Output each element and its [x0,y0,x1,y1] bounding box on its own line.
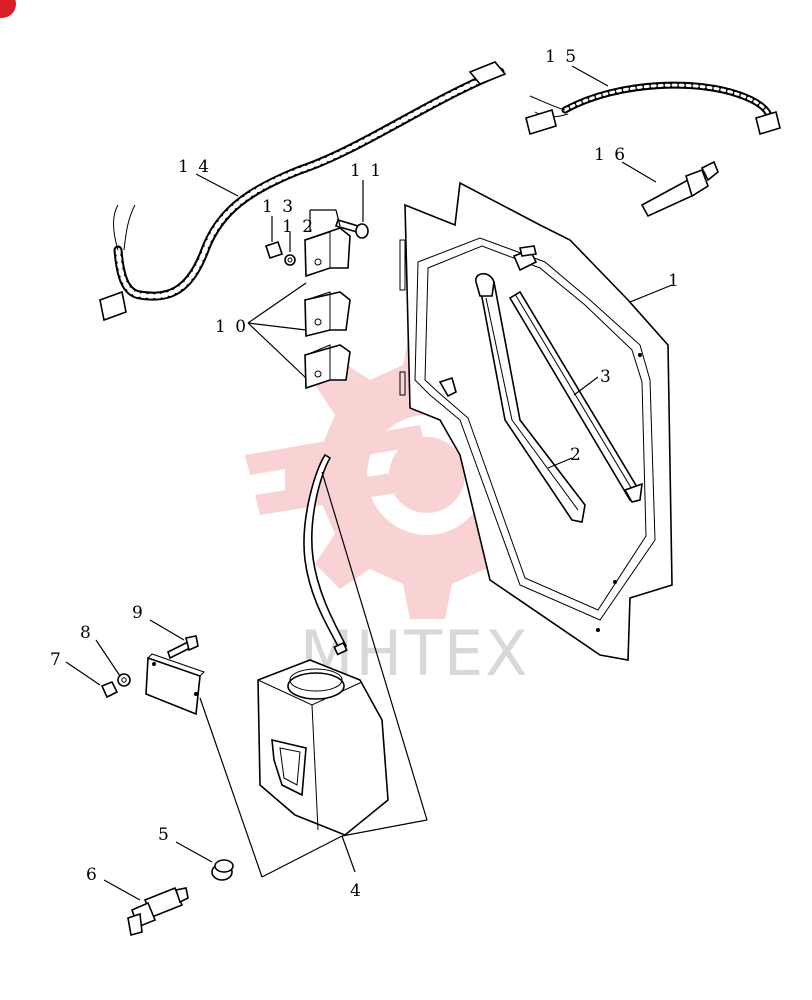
label-16: 1 6 [594,145,627,165]
nut-part-13 [264,240,284,260]
label-12: 1 2 [282,217,315,237]
nut-part [512,245,538,272]
label-7: 7 [50,650,63,670]
clips-part-10 [304,227,351,390]
label-8: 8 [80,623,93,643]
screw-part-11 [334,219,369,239]
label-14: 1 4 [178,157,211,177]
label-2-arm: 2 [570,445,583,465]
washer-part-8 [117,673,131,687]
wiper-arm-part-2 [475,272,586,523]
label-6: 6 [86,865,99,885]
panel-part-1 [399,181,673,661]
label-10: 1 0 [215,317,248,337]
harness-part-15 [525,81,781,136]
bracket-part [145,653,205,716]
washer-part-12 [284,254,296,266]
callout-labels: 1 2 3 4 5 6 7 8 9 1 0 1 1 1 2 1 3 1 4 1 … [50,47,681,901]
grommet-part-5 [211,859,234,881]
leader-lines [65,65,673,901]
label-1: 1 [668,271,681,291]
label-13: 1 3 [262,197,295,217]
corner-logo [0,0,16,18]
washer-tank-part-4 [257,453,389,836]
label-3: 3 [600,367,613,387]
bolt-part-9 [167,635,199,660]
label-15: 1 5 [545,47,578,67]
label-4: 4 [350,881,363,901]
label-11: 1 1 [350,161,383,181]
label-5: 5 [158,825,171,845]
pump-part-6 [127,886,189,937]
wiper-blade-part-3 [508,290,643,503]
label-9: 9 [132,603,145,623]
harness-part-14 [99,61,507,322]
nut-part-7 [100,680,119,699]
nozzle-part-16 [640,160,719,218]
